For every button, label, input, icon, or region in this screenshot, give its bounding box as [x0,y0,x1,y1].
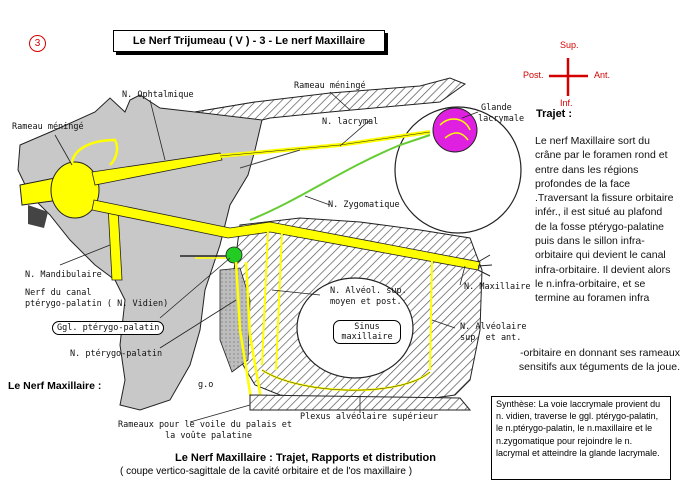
pterygopalatine-ganglion [225,246,243,264]
label-n-alveolaire-ant-2: sup. et ant. [460,333,522,343]
label-sinus-1: Sinus [354,322,380,332]
label-sinus-maxillaire: Sinus maxillaire [333,320,401,344]
foramen-dark [28,205,48,228]
label-n-lacrymal: N. lacrymal [322,117,379,127]
meningeal-branch-left [70,138,119,169]
trigeminal-ganglion [50,161,100,219]
label-n-ophtalmique: N. Ophtalmique [122,90,194,100]
trajet-paragraph: Le nerf Maxillaire sort du crâne par le … [535,135,674,305]
trajet-heading: Trajet : [536,108,573,120]
label-n-mandibulaire: N. Mandibulaire [25,270,102,280]
orientation-down: Inf. [560,98,573,108]
caption-main: Le Nerf Maxillaire : Trajet, Rapports et… [175,452,436,464]
orientation-up: Sup. [560,40,579,50]
eyeball-outline [394,106,522,234]
label-nerf-canal-2: ptérygo-palatin ( N. Vidien) [25,299,169,309]
label-n-alveol-2: moyen et post. [330,297,402,307]
label-rameaux-voile-1: Rameaux pour le voile du palais et [118,420,292,430]
label-n-alveol-1: N. Alvéol. sup. [330,286,407,296]
label-go: g.o [198,380,214,390]
orientation-right: Ant. [594,70,611,80]
label-n-pterygo: N. ptérygo-palatin [70,349,163,359]
left-heading: Le Nerf Maxillaire : [8,380,102,392]
posterior-alveolar-nerves [261,229,283,371]
orientation-left: Post. [523,70,544,80]
caption-sub: ( coupe vertico-sagittale de la cavité o… [120,466,413,477]
label-ggl-pterygo: Ggl. ptérygo-palatin [52,321,165,335]
page-number: 3 [29,35,46,52]
label-plexus: Plexus alvéolaire supérieur [300,412,439,422]
label-glande-2: lacrymale [478,114,525,124]
anterior-alveolar-nerve [429,257,433,371]
leader-lines [54,91,479,423]
palatine-nerves [234,261,264,406]
label-rameau-meninge-left: Rameau méningé [12,122,84,132]
lacrimal-gland [432,107,478,153]
label-rameau-meninge-top: Rameau méningé [294,81,366,91]
label-glande-1: Glande [481,103,512,113]
trajet-paragraph-end: -orbitaire en donnant ses rameaux sensit… [518,347,680,374]
label-nerf-canal-1: Nerf du canal [25,288,92,298]
page-title: Le Nerf Trijumeau ( V ) - 3 - Le nerf Ma… [113,30,385,52]
skull-base-bone [17,94,263,411]
label-rameaux-voile-2: la voûte palatine [165,431,252,441]
orbital-roof [194,77,467,121]
label-n-zygomatique: N. Zygomatique [328,200,400,210]
label-sinus-2: maxillaire [341,332,393,342]
zygomatic-nerve [249,134,431,221]
label-n-alveolaire-ant-1: N. Alvéolaire [460,322,527,332]
infraorbital-terminal-branches [477,254,493,277]
orientation-cross [549,58,588,96]
ophthalmic-nerve-trunk [91,152,223,186]
label-n-maxillaire: N. Maxillaire [464,282,531,292]
synthese-box: Synthèse: La voie laccrymale provient du… [491,396,671,480]
meningeal-branch-top [239,149,301,169]
